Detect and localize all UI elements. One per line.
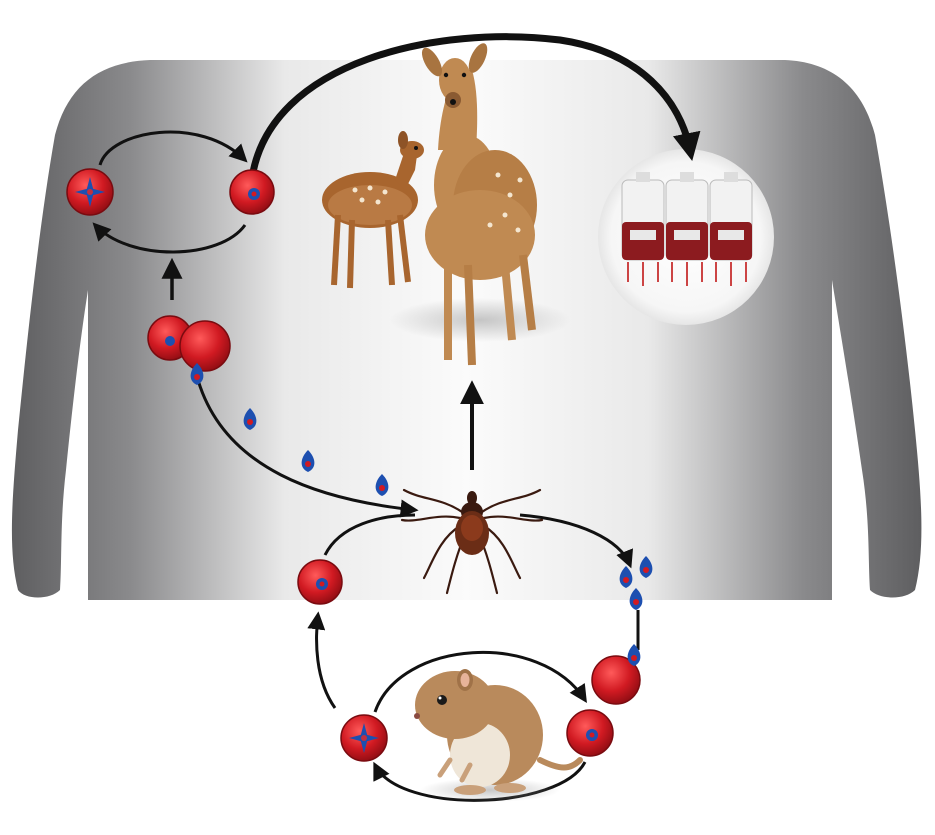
blood-bag-icon	[666, 172, 708, 286]
tetrad-infected-cell-icon	[341, 715, 387, 761]
red-blood-cell-icon	[180, 321, 230, 371]
blood-bag-icon	[622, 172, 664, 286]
rodent-icon	[414, 669, 580, 802]
blood-transfusion-group	[598, 149, 774, 325]
deer-ground-shadow	[390, 298, 570, 342]
ring-stage-cell-icon	[230, 170, 274, 214]
red-blood-cell-icon	[298, 560, 342, 604]
tetrad-infected-cell-icon	[67, 169, 113, 215]
blood-bag-icon	[710, 172, 752, 286]
ring-stage-cell-icon	[567, 710, 613, 756]
